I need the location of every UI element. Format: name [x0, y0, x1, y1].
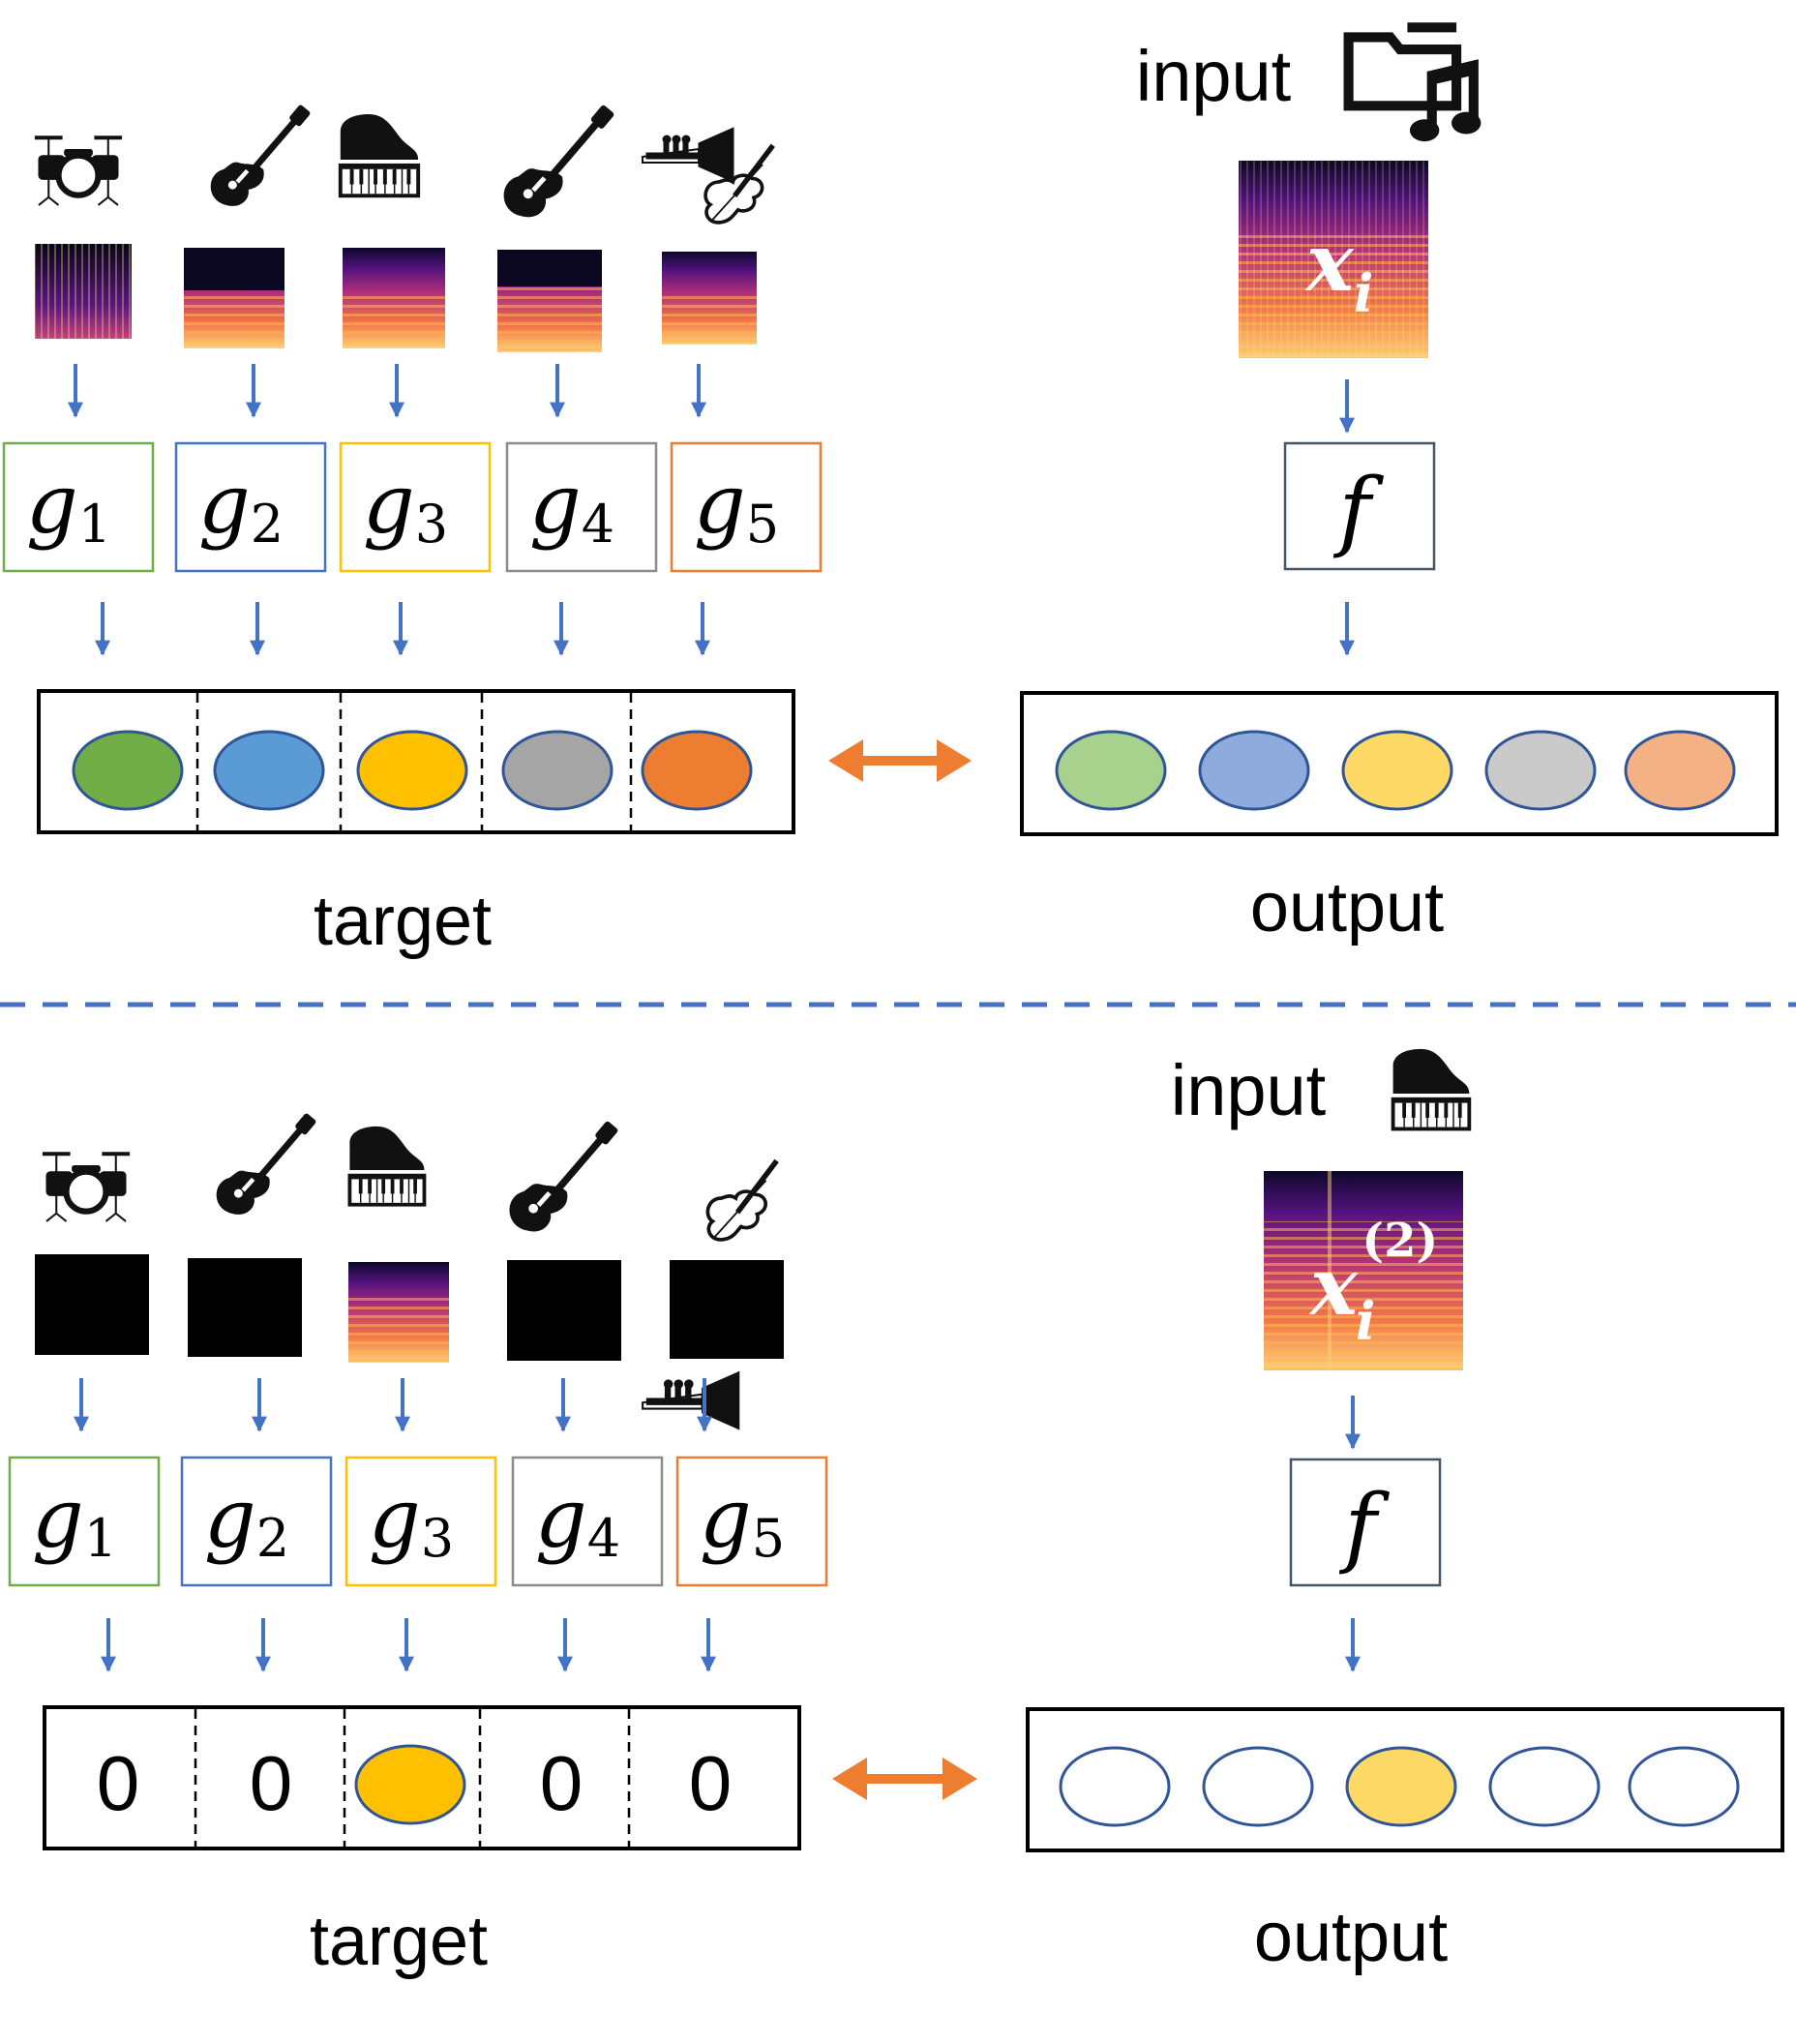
output-ellipse-3 [1345, 1746, 1457, 1827]
g-function-bottom-box-1: g1 [8, 1456, 161, 1587]
g-function-boxes-bottom: g1 g2 g3 g4 g5 [8, 1456, 828, 1587]
output-vector-bottom [1026, 1707, 1784, 1852]
output-ellipse-4 [1484, 730, 1597, 811]
g-function-box-1: g1 [2, 441, 155, 573]
input-spectrogram-piano [1264, 1171, 1463, 1370]
g-function-label-1: g1 [26, 457, 111, 555]
g-function-bottom-label-4: g4 [535, 1471, 620, 1569]
target-ellipse-4 [501, 730, 614, 811]
spectrogram-piano [343, 248, 445, 348]
g-function-bottom-label-2: g2 [204, 1471, 289, 1569]
input-label: input [1136, 36, 1292, 116]
spectrogram-piano [348, 1262, 449, 1363]
g-function-bottom-label-5: g5 [700, 1471, 785, 1569]
g-function-bottom-box-3: g3 [344, 1456, 497, 1587]
output-ellipse-2 [1202, 1746, 1314, 1827]
output-label-bottom: output [1254, 1899, 1448, 1976]
target-zero-2: 0 [250, 1740, 293, 1826]
input-label-bottom: input [1171, 1050, 1327, 1130]
compare-double-arrow-bottom [832, 1758, 977, 1800]
electric-guitar-icon [211, 105, 310, 205]
target-vector-bottom: 0 0 0 0 [43, 1705, 801, 1850]
drum-kit-icon [43, 1154, 130, 1221]
output-ellipse-4 [1488, 1746, 1601, 1827]
target-ellipse-5 [641, 730, 753, 811]
target-label-bottom: target [310, 1903, 488, 1980]
g-function-label-4: g4 [529, 457, 614, 555]
target-label: target [314, 883, 492, 960]
piano-icon [338, 113, 421, 198]
g-function-label-3: g3 [363, 457, 448, 555]
target-ellipse-3 [356, 730, 468, 811]
trumpet-icon [641, 1370, 741, 1431]
masked-spectrogram-1 [35, 1254, 149, 1355]
masked-spectrogram-5 [670, 1260, 784, 1359]
f-model-box: f [1283, 441, 1436, 571]
f-model-box-bottom: f [1289, 1458, 1442, 1587]
output-ellipse-5 [1624, 730, 1736, 811]
target-ellipse-active [354, 1744, 466, 1825]
output-label: output [1250, 869, 1444, 947]
top-section: g1 g2 g3 g4 g5 [2, 27, 1779, 960]
g-function-box-2: g2 [174, 441, 327, 573]
output-ellipse-2 [1198, 730, 1310, 811]
target-zero-4: 0 [540, 1740, 584, 1826]
electric-guitar-icon [504, 105, 614, 216]
masked-spectrogram-4 [507, 1260, 621, 1361]
input-variable-bottom: xi(2) [1308, 1214, 1438, 1352]
target-zero-5: 0 [689, 1740, 733, 1826]
g-function-box-5: g5 [670, 441, 823, 573]
spectrogram-guitar-2 [497, 250, 602, 352]
g-function-bottom-label-1: g1 [32, 1471, 117, 1569]
g-function-box-4: g4 [505, 441, 658, 573]
music-folder-icon [1349, 27, 1482, 141]
input-spectrogram [1239, 161, 1428, 358]
g-function-label-2: g2 [198, 457, 284, 555]
g-function-bottom-box-2: g2 [180, 1456, 333, 1587]
target-zero-1: 0 [97, 1740, 140, 1826]
target-vector [37, 689, 795, 834]
compare-double-arrow [828, 739, 972, 782]
g-function-bottom-box-5: g5 [675, 1456, 828, 1587]
g-function-box-3: g3 [339, 441, 492, 573]
output-ellipse-1 [1059, 1746, 1171, 1827]
output-ellipse-3 [1341, 730, 1453, 811]
input-variable: xi [1304, 217, 1373, 324]
electric-guitar-icon [510, 1121, 618, 1230]
output-ellipse-1 [1055, 730, 1167, 811]
g-function-boxes: g1 g2 g3 g4 g5 [2, 441, 823, 573]
arrows-to-target [95, 602, 710, 656]
g-function-bottom-box-4: g4 [511, 1456, 664, 1587]
spectrogram-guitar [184, 248, 284, 348]
arrows-to-target-bottom [101, 1618, 716, 1672]
spectrogram-drums [35, 244, 132, 339]
masked-spectrogram-2 [188, 1258, 302, 1357]
output-vector [1020, 691, 1779, 836]
violin-icon [707, 1160, 776, 1240]
target-ellipse-2 [213, 730, 325, 811]
output-ellipse-5 [1628, 1746, 1740, 1827]
bottom-section: g1 g2 g3 g4 g5 0 0 0 0 [8, 1048, 1784, 1980]
target-ellipse-1 [72, 730, 184, 811]
arrows-to-g-bottom [74, 1378, 712, 1432]
spectrogram-trumpet-violin [662, 252, 757, 345]
g-function-bottom-label-3: g3 [369, 1471, 454, 1569]
piano-icon [346, 1126, 428, 1208]
drum-kit-icon [35, 137, 122, 205]
g-function-label-5: g5 [694, 457, 779, 555]
electric-guitar-icon [217, 1113, 315, 1214]
piano-icon [1390, 1048, 1472, 1132]
trumpet-violin-icon [641, 126, 773, 223]
arrows-to-g [68, 364, 706, 418]
